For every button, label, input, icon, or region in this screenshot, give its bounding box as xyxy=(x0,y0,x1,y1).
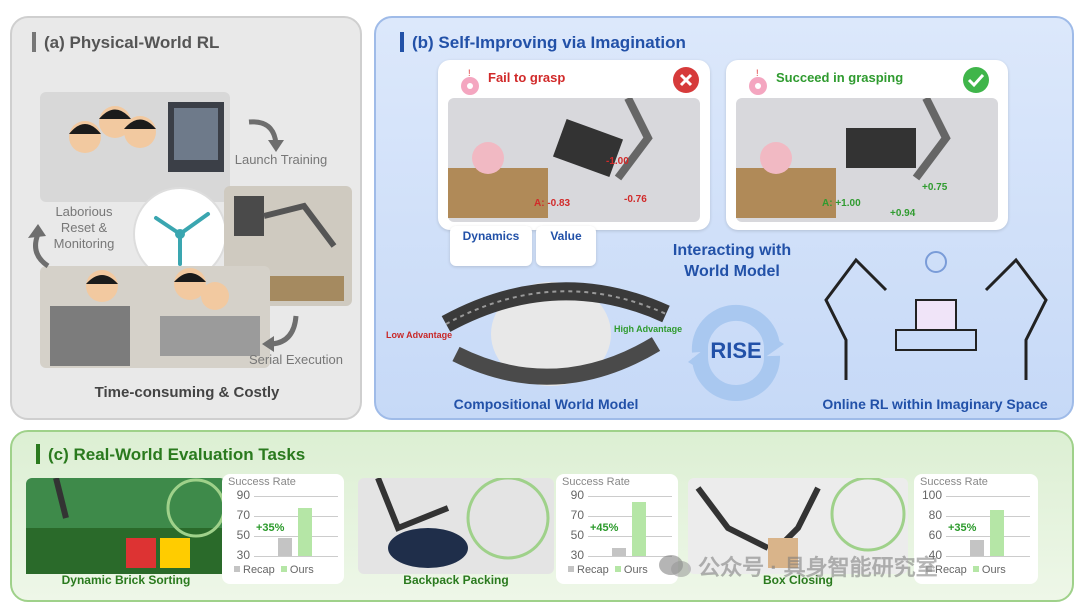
people-icon xyxy=(50,268,260,366)
bar-recap xyxy=(612,548,626,556)
rise-cycle-icon xyxy=(688,304,784,401)
fail-label: Fail to grasp xyxy=(488,70,566,85)
fail-x-icon xyxy=(673,67,699,93)
arrow-up-icon xyxy=(28,224,50,268)
panel-b-title: (b) Self-Improving via Imagination xyxy=(400,32,686,53)
compositional-world-model-label: Compositional World Model xyxy=(453,396,639,412)
bar-recap xyxy=(970,540,984,556)
interacting-label: Interacting with World Model xyxy=(672,242,792,280)
monitor-icon xyxy=(69,102,224,172)
panel-c-title: (c) Real-World Evaluation Tasks xyxy=(36,444,305,465)
success-check-icon xyxy=(963,67,989,93)
arrow-right-down-icon xyxy=(248,119,284,152)
brick-sorting-photo xyxy=(26,477,226,574)
laborious-reset-label: Laborious Reset & Monitoring xyxy=(53,204,115,251)
researchers-photo-bottom xyxy=(40,266,270,368)
success-value-1: +0.75 xyxy=(922,182,948,193)
bar-ours xyxy=(990,510,1004,556)
panel-a-title: (a) Physical-World RL xyxy=(32,32,219,53)
backpack-packing-photo xyxy=(358,476,554,574)
launch-training-label: Launch Training xyxy=(234,152,328,167)
fail-scene-photo xyxy=(448,96,700,222)
fail-advantage: A: -0.83 xyxy=(534,198,571,209)
rise-label: RISE xyxy=(710,338,762,363)
researchers-photo-top xyxy=(40,92,230,202)
bar-ours xyxy=(632,502,646,556)
wechat-icon xyxy=(659,555,691,577)
serial-execution-label: Serial Execution xyxy=(249,352,343,367)
robot-grasp-fail-icon xyxy=(448,96,653,218)
film-reel-icon xyxy=(441,282,670,386)
donut-icon: ! xyxy=(461,68,479,95)
arrow-left-down-icon xyxy=(262,315,299,352)
box-closing-chart: Success Rate 100 80 60 40 +35% Recap Our… xyxy=(914,474,1038,584)
brick-sorting-chart: Success Rate 90 70 50 30 +35% Recap Ours xyxy=(222,474,344,584)
panel-real-world-evaluation: (c) Real-World Evaluation Tasks Dynamic … xyxy=(10,430,1074,602)
box-closing-photo xyxy=(688,476,908,574)
fail-grasp-card: ! Fail to grasp A: -0.83 -1.00 -0.76 xyxy=(438,60,710,230)
task-dynamic-brick-sorting: Dynamic Brick Sorting xyxy=(61,573,191,587)
success-advantage: A: +1.00 xyxy=(822,198,861,209)
svg-text:!: ! xyxy=(756,68,759,78)
task-box-closing: Box Closing xyxy=(762,573,833,587)
imaginary-robots-icon xyxy=(824,251,1048,380)
panel-physical-world-rl: (a) Physical-World RL xyxy=(10,16,362,420)
high-advantage-label: High Advantage xyxy=(614,324,683,334)
watermark: 公众号 · 具身智能研究室 xyxy=(658,550,938,582)
bar-recap xyxy=(278,538,292,556)
donut-icon: ! xyxy=(749,68,767,95)
backpack-packing-chart: Success Rate 90 70 50 30 +45% Recap Ours xyxy=(556,474,678,584)
online-rl-label: Online RL within Imaginary Space xyxy=(822,396,1048,412)
bar-ours xyxy=(298,508,312,556)
box-closing-icon xyxy=(695,476,906,568)
success-scene-photo xyxy=(736,96,998,222)
backpack-packing-icon xyxy=(375,476,550,568)
success-grasp-card: ! Succeed in grasping A: +1.00 +0.75 +0.… xyxy=(726,60,1008,230)
svg-text:!: ! xyxy=(468,68,471,78)
panel-self-improving: (b) Self-Improving via Imagination ! Fai… xyxy=(374,16,1074,420)
success-value-2: +0.94 xyxy=(890,208,916,219)
dynamics-tag: Dynamics xyxy=(450,226,532,266)
brick-sorting-icon xyxy=(26,477,226,574)
task-backpack-packing: Backpack Packing xyxy=(403,573,509,587)
fail-value-2: -0.76 xyxy=(624,194,647,205)
fail-value-1: -1.00 xyxy=(606,156,629,167)
panel-a-footer: Time-consuming & Costly xyxy=(94,384,280,401)
robot-grasp-success-icon xyxy=(736,96,951,218)
value-tag: Value xyxy=(536,226,596,266)
low-advantage-label: Low Advantage xyxy=(386,330,453,340)
success-label: Succeed in grasping xyxy=(776,70,904,85)
